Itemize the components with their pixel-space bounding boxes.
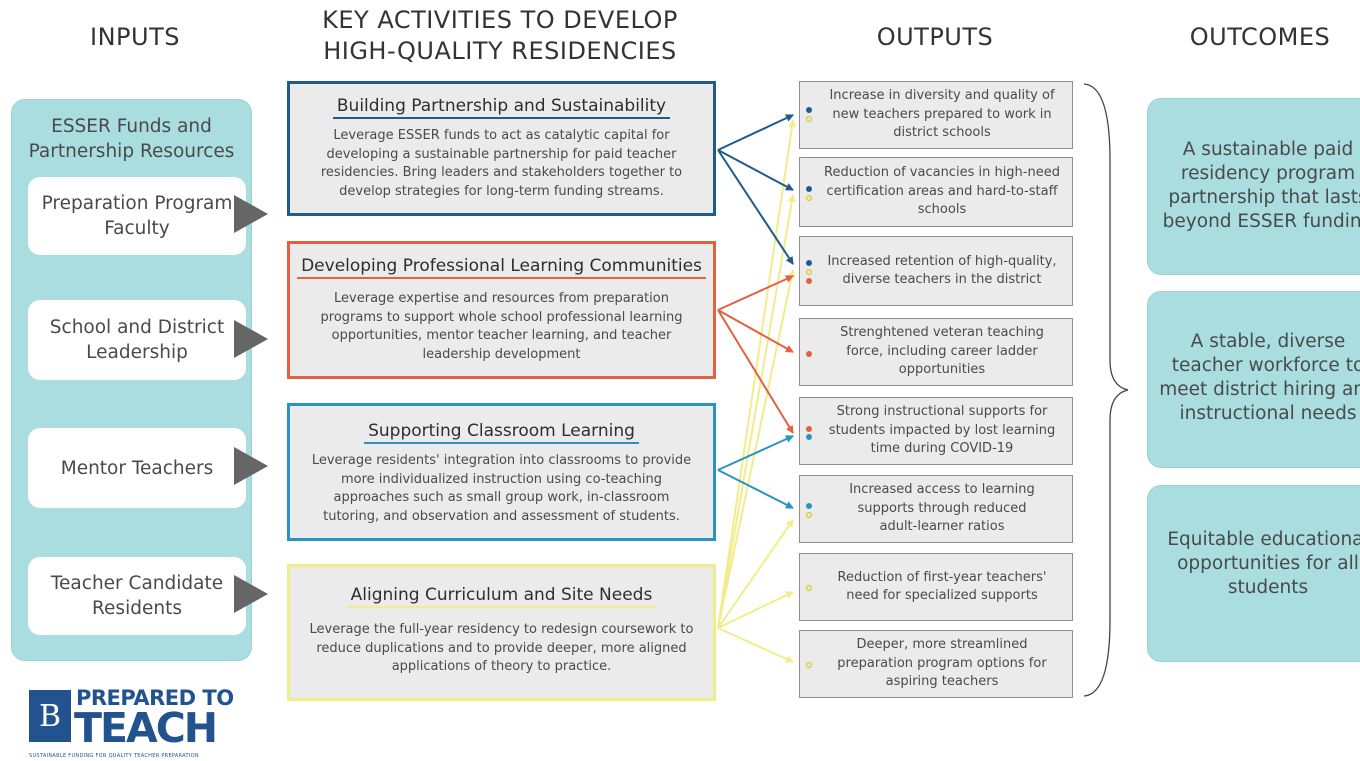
input-label-line1: Preparation Program [41, 193, 233, 214]
input-mentor-teachers: Mentor Teachers [28, 428, 246, 508]
output-item: Increased retention of high-quality,dive… [799, 236, 1073, 306]
connector-line [717, 119, 796, 629]
connector-line [717, 591, 794, 629]
dot-blue [806, 503, 812, 509]
brace [1083, 83, 1129, 697]
outputs-header: OUTPUTS [876, 23, 994, 51]
logo-line1: PREPARED TO [76, 686, 234, 710]
activity-description: Leverage expertise and resources from pr… [320, 291, 683, 362]
connector-line [717, 149, 794, 191]
dot-yellow [806, 662, 812, 668]
dot-navy [806, 260, 812, 266]
input-label-line1: School and District [49, 317, 225, 338]
activity-description: Leverage the full-year residency to rede… [309, 622, 694, 674]
connector-line [717, 114, 794, 151]
dot-yellow [806, 269, 812, 275]
dot-orange [806, 351, 812, 357]
connector-line [717, 275, 794, 311]
dot-navy [806, 107, 812, 113]
arrow-right-icon [234, 575, 268, 613]
dot-yellow [806, 512, 812, 518]
arrow-right-icon [234, 447, 268, 485]
activity-description: Leverage residents' integration into cla… [311, 453, 692, 524]
dot-navy [806, 186, 812, 192]
activity-title: Supporting Classroom Learning [290, 421, 713, 444]
dot-blue [806, 434, 812, 440]
dot-yellow [806, 116, 812, 122]
connector-line [717, 149, 794, 265]
connector-line [717, 309, 794, 434]
input-label-line2: Faculty [104, 218, 170, 239]
prepared-to-teach-logo: B PREPARED TO TEACH SUSTAINABLE FUNDING … [29, 685, 235, 761]
activity-title: Aligning Curriculum and Site Needs [290, 585, 713, 608]
connector-line [717, 269, 796, 629]
input-label-line2: Residents [92, 598, 182, 619]
activity-title: Developing Professional Learning Communi… [290, 256, 713, 279]
connector-line [717, 469, 794, 509]
dot-yellow [806, 585, 812, 591]
inputs-panel-title: ESSER Funds and Partnership Resources [12, 114, 251, 164]
inputs-title-line1: ESSER Funds and [51, 116, 212, 137]
connector-line [717, 627, 794, 663]
logo-mark-icon: B [29, 690, 71, 742]
dot-orange [806, 426, 812, 432]
input-label-line1: Mentor Teachers [60, 457, 214, 479]
dot-orange [806, 278, 812, 284]
input-label-line1: Teacher Candidate [50, 573, 224, 594]
inputs-title-line2: Partnership Resources [28, 141, 235, 162]
activity-professional-learning: Developing Professional Learning Communi… [287, 241, 716, 379]
outcomes-header: OUTCOMES [1189, 23, 1331, 51]
logo-line2: TEACH [74, 704, 218, 752]
arrow-right-icon [234, 195, 268, 233]
activities-header-line2: HIGH-QUALITY RESIDENCIES [323, 37, 677, 65]
output-item: Reduction of first-year teachers'need fo… [799, 553, 1073, 621]
inputs-header: INPUTS [90, 23, 180, 51]
inputs-panel: ESSER Funds and Partnership Resources Pr… [11, 99, 252, 661]
activity-classroom-learning: Supporting Classroom Learning Leverage r… [287, 403, 716, 541]
activity-description: Leverage ESSER funds to act as catalytic… [320, 128, 683, 199]
activity-building-partnership: Building Partnership and Sustainability … [287, 81, 716, 216]
dot-yellow [806, 195, 812, 201]
input-label-line2: Leadership [86, 342, 188, 363]
activities-header-line1: KEY ACTIVITIES TO DEVELOP [322, 6, 678, 34]
connector-line [717, 309, 794, 353]
connector-line [717, 519, 794, 629]
connector-line [717, 435, 794, 471]
activity-title: Building Partnership and Sustainability [290, 96, 713, 119]
arrow-right-icon [234, 320, 268, 358]
connector-line [717, 194, 796, 629]
logo-tagline: SUSTAINABLE FUNDING FOR QUALITY TEACHER … [29, 753, 199, 759]
activities-header: KEY ACTIVITIES TO DEVELOP HIGH-QUALITY R… [290, 5, 710, 67]
activity-aligning-curriculum: Aligning Curriculum and Site Needs Lever… [287, 564, 716, 701]
